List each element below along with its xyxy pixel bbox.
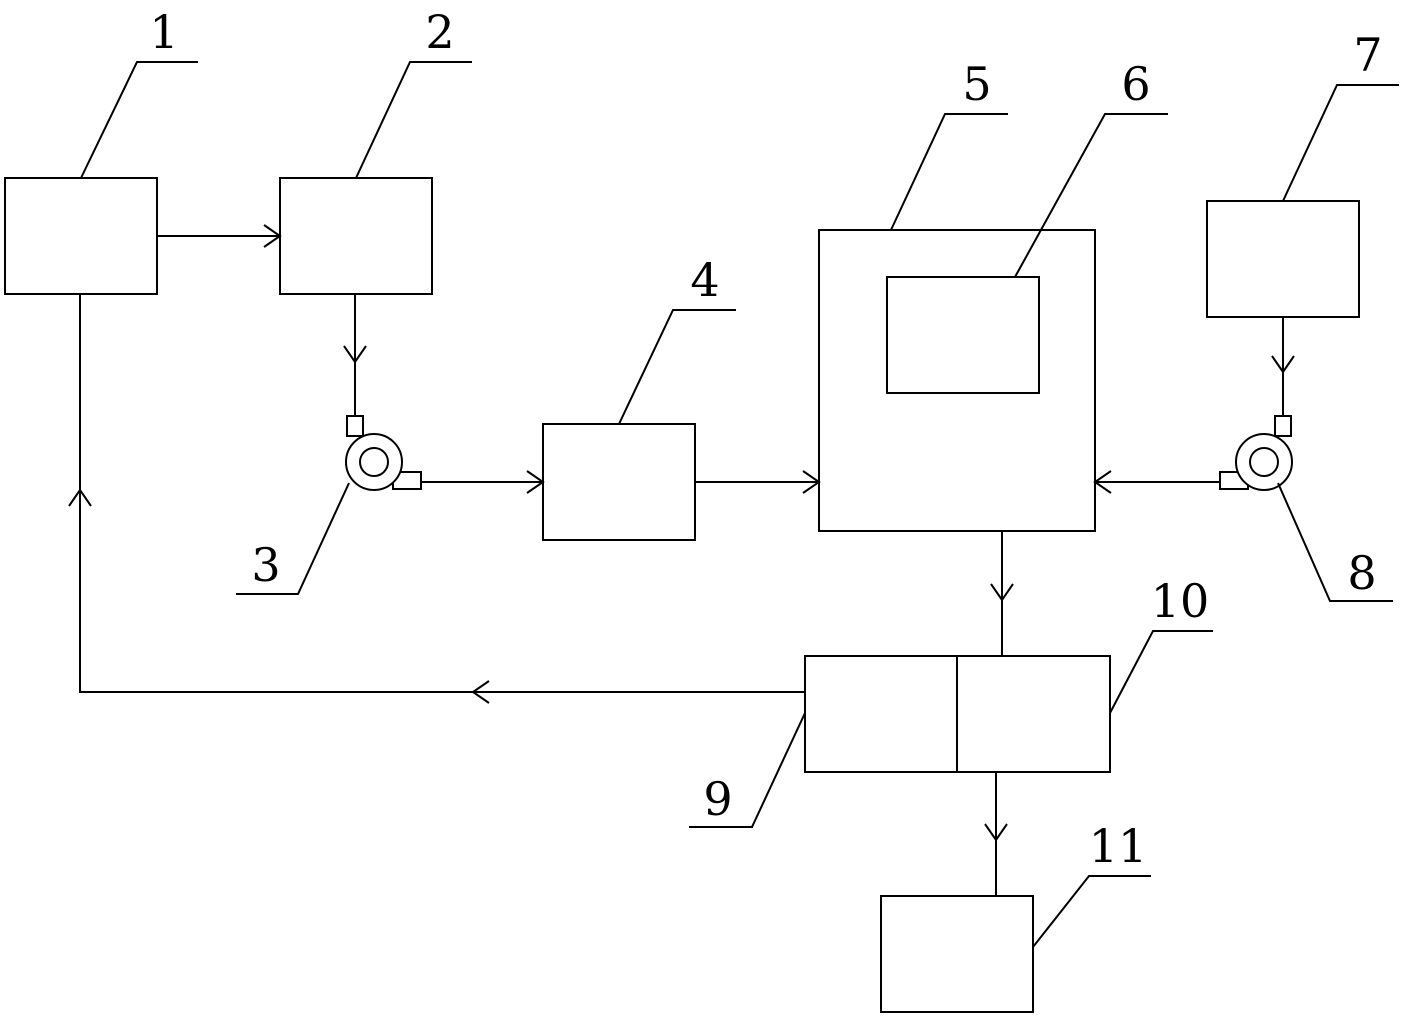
flow-4-to-5 <box>695 470 821 494</box>
flow-1-to-2 <box>157 224 282 248</box>
label-6: 6 <box>1121 57 1150 111</box>
label-2: 2 <box>425 5 454 59</box>
label-11: 11 <box>1089 819 1148 873</box>
flow-pump-3-to-4 <box>421 470 545 494</box>
flow-2-to-pump-3 <box>343 294 367 416</box>
pump-3-icon <box>345 415 422 491</box>
leader-lines <box>80 61 1399 948</box>
flow-9-10-to-11 <box>984 772 1008 896</box>
label-1: 1 <box>149 5 178 59</box>
label-3: 3 <box>251 538 280 592</box>
component-11-box <box>880 895 1034 1013</box>
component-2-box <box>279 177 433 295</box>
component-7-box <box>1206 200 1360 318</box>
pump-8-icon <box>1219 415 1293 491</box>
label-10: 10 <box>1151 574 1210 628</box>
label-8: 8 <box>1347 546 1376 600</box>
label-4: 4 <box>690 253 719 307</box>
label-9: 9 <box>703 772 732 826</box>
label-5: 5 <box>962 57 991 111</box>
label-7: 7 <box>1353 28 1382 82</box>
flow-pump-8-to-5 <box>1093 470 1220 494</box>
flow-9-back-to-1 <box>68 294 805 704</box>
component-4-box <box>542 423 696 541</box>
flow-5-to-9-10 <box>990 531 1014 656</box>
component-1-box <box>4 177 158 295</box>
flow-7-to-pump-8 <box>1271 317 1295 416</box>
component-6-box <box>886 276 1040 394</box>
